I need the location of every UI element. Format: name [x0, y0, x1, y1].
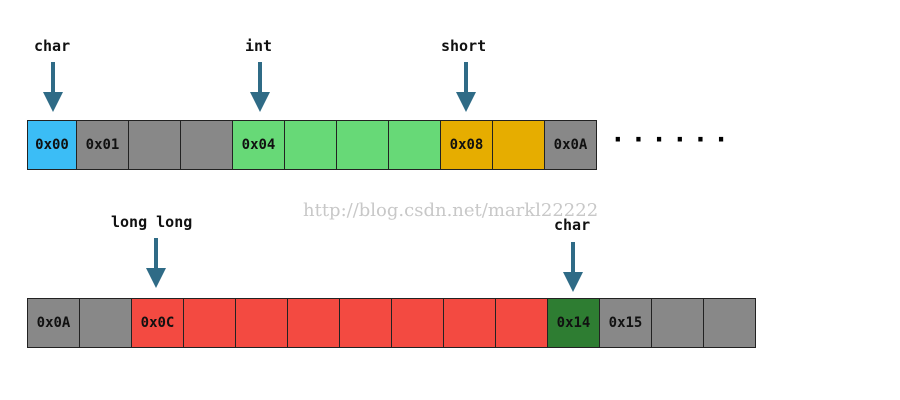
label-char-bottom: char: [554, 216, 591, 234]
memory-cell: [128, 120, 181, 170]
arrow-down-icon: [456, 62, 476, 112]
memory-cell: [79, 298, 132, 348]
memory-cell: 0x04: [232, 120, 285, 170]
memory-cell: 0x15: [599, 298, 652, 348]
label-short: short: [441, 37, 487, 55]
memory-cell: 0x0C: [131, 298, 184, 348]
label-char-top: char: [34, 37, 71, 55]
arrow-down-icon: [43, 62, 63, 112]
ellipsis: ······: [610, 125, 734, 155]
memory-cell: [443, 298, 496, 348]
memory-cell: [284, 120, 337, 170]
memory-cell: 0x14: [547, 298, 600, 348]
arrow-down-icon: [250, 62, 270, 112]
memory-cell: [287, 298, 340, 348]
arrow-down-icon: [563, 242, 583, 292]
label-int: int: [245, 37, 273, 55]
memory-cell: 0x01: [76, 120, 129, 170]
memory-cell: [492, 120, 545, 170]
memory-cell: [180, 120, 233, 170]
memory-cell: [388, 120, 441, 170]
memory-cell: [651, 298, 704, 348]
memory-cell: 0x0A: [27, 298, 80, 348]
memory-cell: 0x0A: [544, 120, 597, 170]
memory-cell: [391, 298, 444, 348]
memory-cell: [235, 298, 288, 348]
watermark: http://blog.csdn.net/markl22222: [303, 200, 599, 221]
memory-cell: 0x08: [440, 120, 493, 170]
memory-cell: [183, 298, 236, 348]
memory-cell: [703, 298, 756, 348]
memory-cell: [336, 120, 389, 170]
arrow-down-icon: [146, 238, 166, 288]
memory-cell: 0x00: [27, 120, 77, 170]
label-long-long: long long: [111, 213, 193, 231]
memory-cell: [495, 298, 548, 348]
memory-cell: [339, 298, 392, 348]
